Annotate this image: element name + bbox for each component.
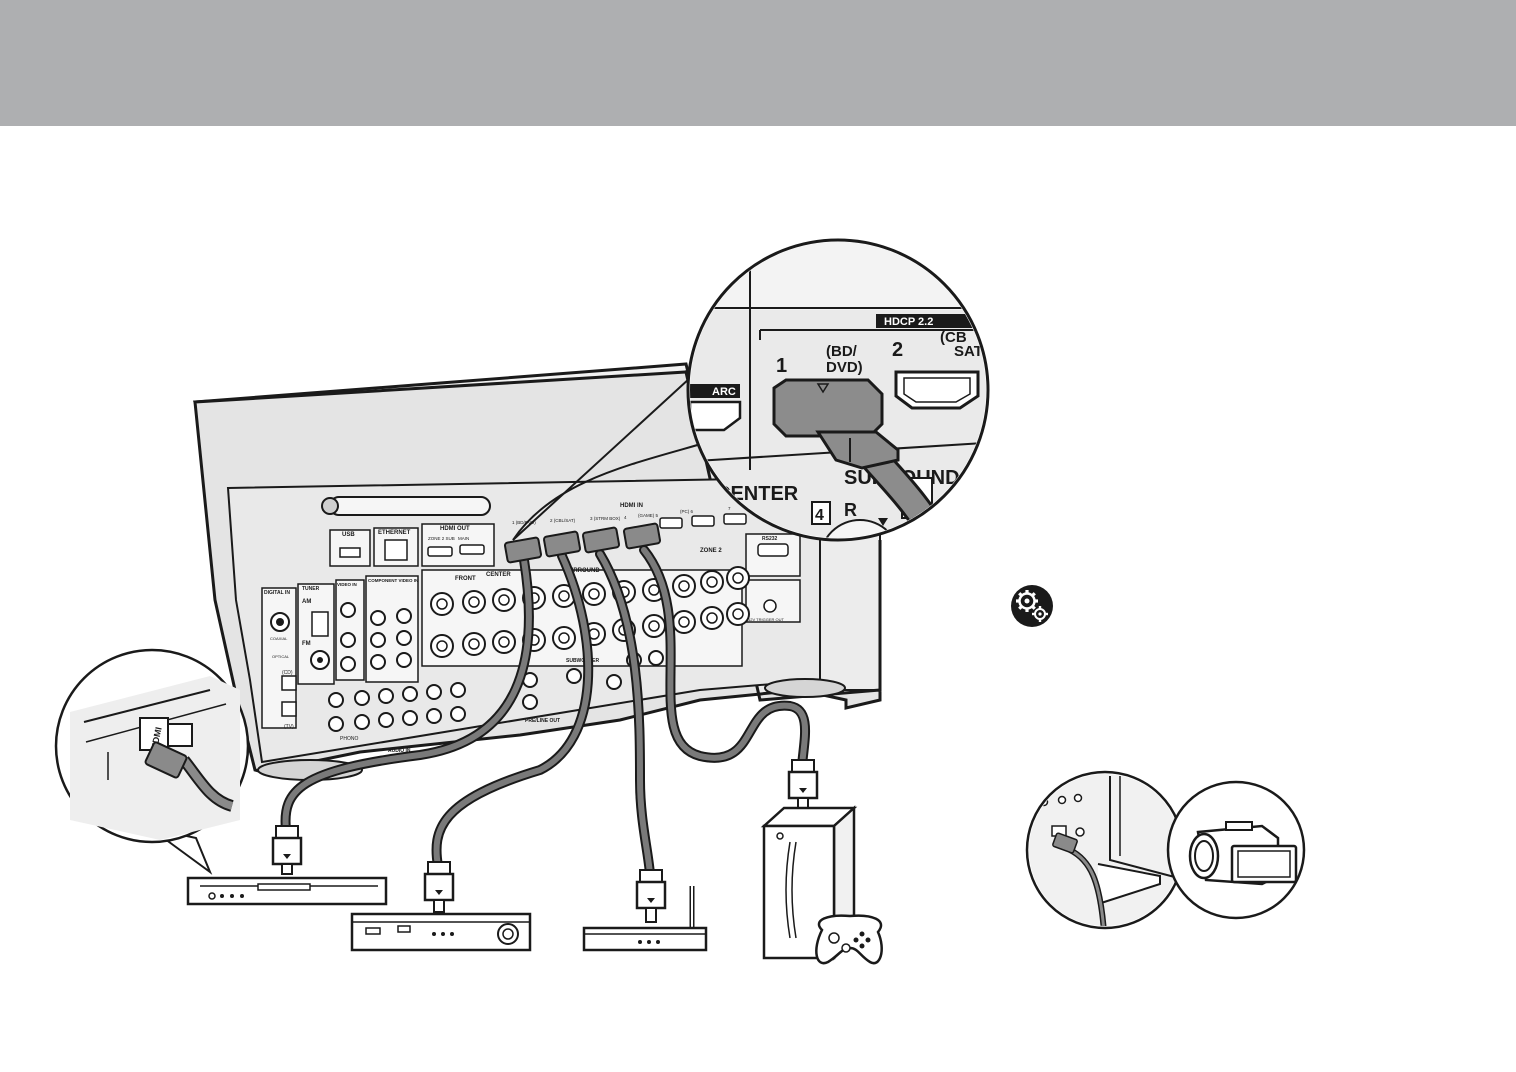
phono-label: PHONO (340, 736, 358, 742)
hdmi-plug (427, 861, 451, 875)
callout-r-label: R (844, 500, 857, 520)
hdmi-in-5-label: (GAME) 5 (638, 513, 658, 518)
hdmi-plug (542, 530, 582, 558)
device-plugs (271, 759, 819, 923)
surround-label: SURROUND (565, 568, 600, 574)
camcorder (1188, 821, 1298, 886)
component-label: COMPONENT VIDEO IN (368, 578, 418, 583)
tuner-label: TUNER (302, 586, 320, 592)
video-in-label: VIDEO IN (337, 582, 357, 587)
hdmi-plug (639, 869, 663, 883)
optical-label: OPTICAL (272, 654, 290, 659)
front-panel-zoom (1025, 770, 1306, 930)
hdmi-plug (635, 880, 667, 910)
game-controller (815, 914, 883, 965)
digital-in-label: DIGITAL IN (264, 590, 290, 596)
hdmi-plug-heads (503, 522, 662, 564)
hdmi-in-1-label: 1 (BD/DVD) (512, 520, 536, 525)
cable-box (350, 912, 532, 952)
hdcp-label: HDCP 2.2 (884, 316, 933, 328)
rs232-label: RS232 (762, 536, 778, 542)
tv-label: (TV) (284, 724, 294, 730)
port-1-number: 1 (776, 355, 787, 377)
hdmi-plug (791, 759, 815, 773)
receiver-foot (764, 678, 846, 698)
pre-line-out-label: PRE/LINE OUT (525, 718, 560, 724)
trigger-label: 12V TRIGGER OUT (748, 617, 784, 622)
port-1-name-line2: DVD) (826, 359, 863, 376)
coaxial-label: COAXIAL (270, 636, 288, 641)
ethernet-label: ETHERNET (378, 530, 411, 536)
cd-label: (CD) (282, 670, 293, 676)
audio-in-label: AUDIO IN (388, 748, 411, 754)
hdmi-in-7-label: 7 (728, 506, 731, 511)
bluray-player (186, 876, 388, 906)
settings-gears-icon (1011, 585, 1053, 627)
hdmi-out-label: HDMI OUT (440, 526, 470, 532)
port-2-number: 2 (892, 339, 903, 361)
am-label: AM (302, 599, 311, 605)
port-2-name-line2: SAT (954, 343, 983, 360)
hdmi-plug (787, 770, 819, 800)
header-band (0, 0, 1516, 126)
hdmi-in-4-label: 4 (624, 515, 627, 520)
zone2-label: ZONE 2 (700, 548, 722, 554)
hdmi-plug (423, 872, 455, 902)
hdmi-out-block (421, 523, 495, 567)
center-label: CENTER (486, 572, 511, 578)
port-1-name-line1: (BD/ (826, 343, 858, 360)
hdmi-plug (271, 836, 303, 866)
fm-label: FM (302, 641, 311, 647)
zone2-sub-label: ZONE 2 SUB (428, 536, 455, 541)
hdmi-in-2-label: 2 (CBL/SAT) (550, 518, 576, 523)
hdmi-plug (275, 825, 299, 839)
usb-label: USB (342, 532, 355, 538)
streaming-box (582, 886, 708, 952)
main-label: MAIN (458, 536, 469, 541)
rca-jacks (328, 602, 664, 732)
hdmi-in-6-label: (PC) 6 (680, 509, 693, 514)
arc-label: ARC (712, 386, 736, 398)
front-label: FRONT (455, 576, 476, 582)
hdmi-plug (503, 536, 543, 564)
port-2-name-line1: (CB (940, 329, 967, 346)
hdmi-plug (622, 522, 662, 550)
callout-num4: 4 (815, 507, 824, 524)
tv-hdmi-zoom: HDMI (54, 648, 250, 875)
hdmi-in-label: HDMI IN (620, 503, 643, 509)
hdmi-in-3-label: 3 (STRM BOX) (590, 516, 621, 521)
hdmi-plug (581, 526, 621, 554)
subwoofer-label: SUBWOOFER (566, 658, 599, 664)
back-handle-slot (329, 496, 491, 516)
hdmi-cables (280, 545, 811, 879)
